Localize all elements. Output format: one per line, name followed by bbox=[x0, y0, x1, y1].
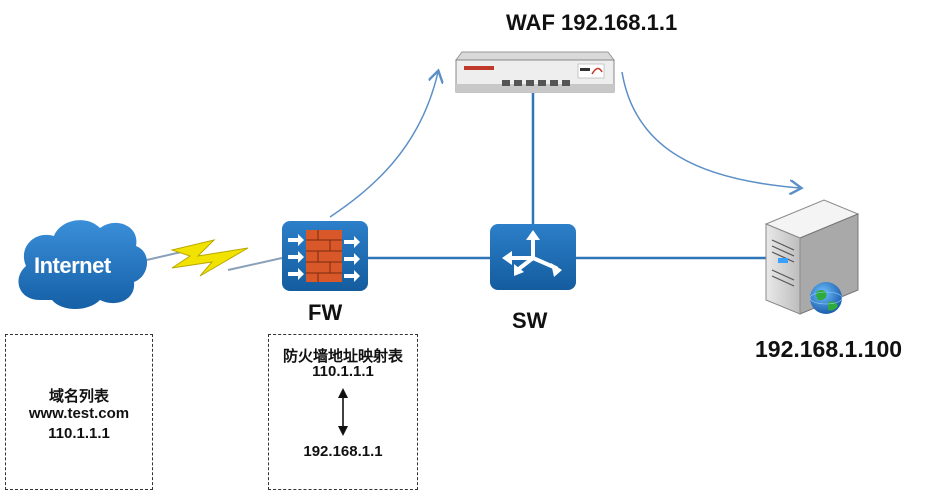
fw-private-ip: 192.168.1.1 bbox=[303, 443, 383, 460]
dns-list-box: 域名列表 www.test.com 110.1.1.1 bbox=[5, 334, 153, 490]
lightning-link-icon bbox=[137, 239, 283, 277]
server-ip-label: 192.168.1.100 bbox=[755, 336, 903, 362]
fw-public-ip: 110.1.1.1 bbox=[312, 363, 374, 380]
internet-cloud-icon bbox=[18, 220, 148, 309]
firewall-icon bbox=[282, 221, 368, 291]
dns-list-title: 域名列表 bbox=[48, 388, 109, 405]
bidirectional-arrow-icon bbox=[338, 388, 348, 436]
dns-domain-entry: www.test.com bbox=[28, 405, 130, 422]
internet-label: Internet bbox=[34, 253, 111, 278]
fw-mapping-box: 防火墙地址映射表 110.1.1.1 192.168.1.1 bbox=[268, 334, 418, 490]
dns-ip-entry: 110.1.1.1 bbox=[48, 425, 110, 442]
sw-label: SW bbox=[512, 308, 548, 333]
fw-mapping-title: 防火墙地址映射表 bbox=[282, 348, 403, 365]
fw-label: FW bbox=[308, 300, 343, 325]
waf-appliance-icon bbox=[455, 51, 615, 93]
switch-icon bbox=[490, 224, 576, 290]
flow-arrow-waf-to-server bbox=[621, 71, 800, 188]
globe-icon bbox=[809, 282, 843, 314]
flow-arrow-fw-to-waf bbox=[329, 72, 438, 218]
waf-label: WAF 192.168.1.1 bbox=[506, 10, 678, 35]
